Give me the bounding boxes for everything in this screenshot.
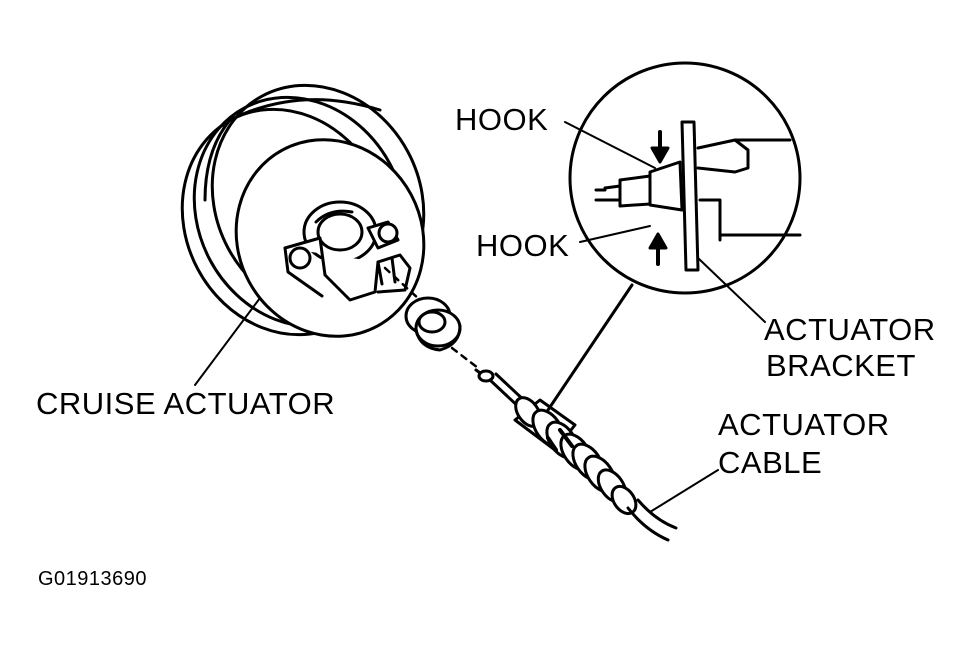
actuator-cable: [474, 368, 719, 542]
cruise-actuator-label: CRUISE ACTUATOR: [36, 386, 336, 421]
cruise-actuator-drum: [180, 83, 426, 386]
linkage-dashed-line: [383, 266, 480, 370]
hook-lower-label: HOOK: [476, 228, 570, 263]
hook-upper-label: HOOK: [455, 102, 549, 137]
detail-circle: [564, 61, 802, 323]
detail-callout-line: [546, 283, 634, 412]
actuator-bracket-label-line2: BRACKET: [766, 348, 916, 383]
actuator-cable-label-line1: ACTUATOR: [718, 407, 890, 442]
actuator-cable-label-line2: CABLE: [718, 445, 823, 480]
figure-id: G01913690: [38, 568, 148, 590]
actuator-bracket-label-line1: ACTUATOR: [764, 312, 936, 347]
cable-end-fitting: [404, 296, 462, 352]
